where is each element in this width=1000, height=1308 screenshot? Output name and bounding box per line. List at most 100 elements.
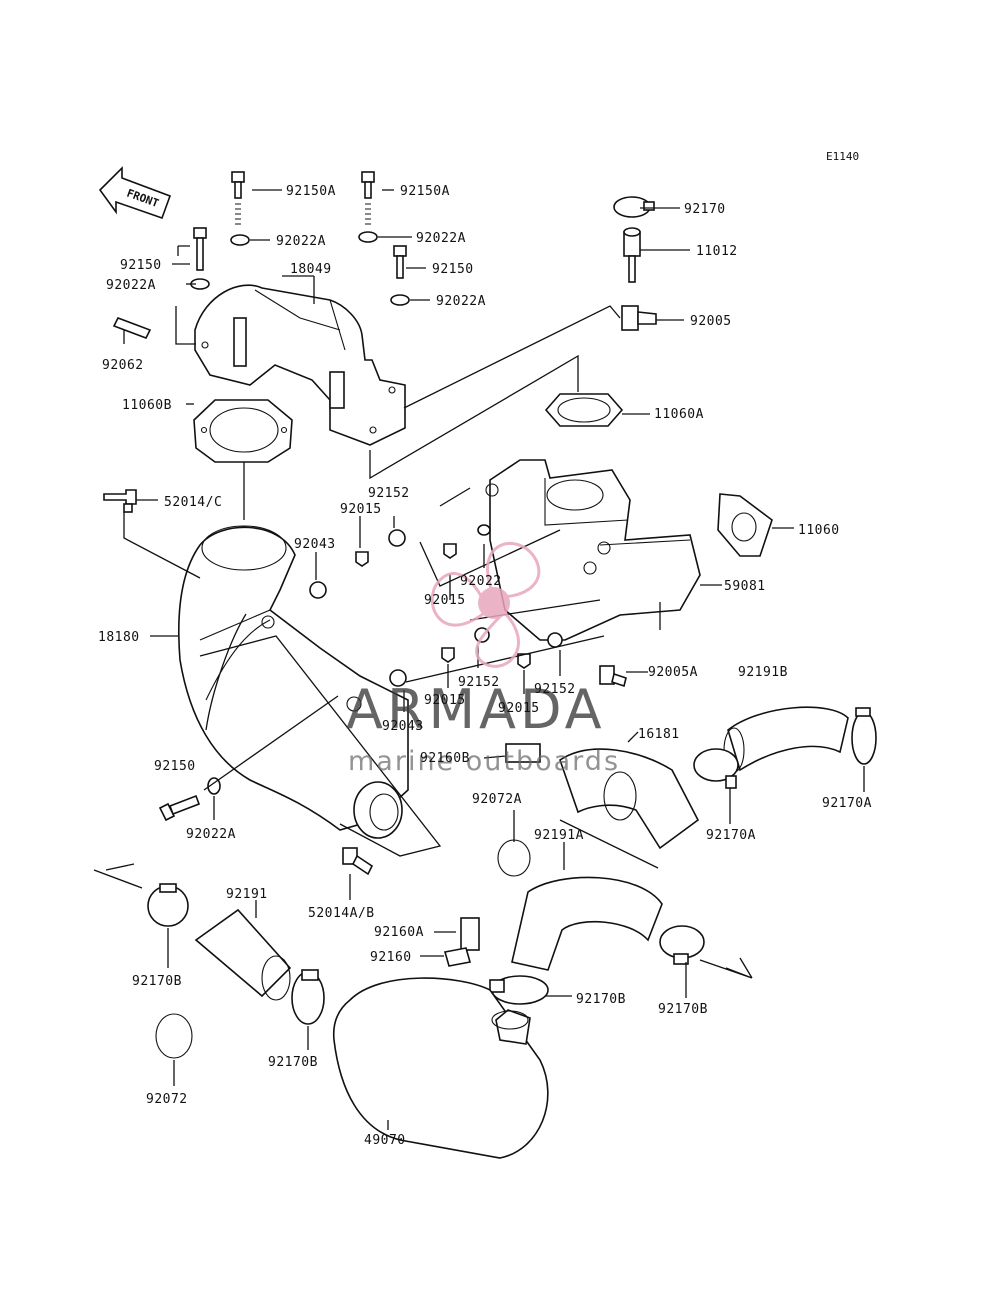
part-labels: 92150A 92150A 92022A 92022A 92150 18049 … [98,184,872,1148]
label-92170B-4: 92170B [268,1055,318,1070]
label-92160A: 92160A [374,925,424,940]
manifold-59081 [485,459,701,641]
bolt-92150-lower [158,794,201,822]
spacer-92043-1 [309,581,327,599]
bolt-92150-left [193,227,207,271]
label-16181: 16181 [638,727,680,742]
label-92015-3: 92015 [424,693,466,708]
gasket-11060B [193,399,293,463]
clip-92072 [155,1013,193,1059]
washer-92022A-5 [207,777,221,795]
spacer-92043-2 [389,669,407,687]
clamp-92170B-left [147,883,189,927]
washer-92022A-4 [390,294,410,306]
label-92170B-2: 92170B [576,992,626,1007]
label-11012: 11012 [696,244,738,259]
label-92015-4: 92015 [498,701,540,716]
muffler-49070 [332,977,549,1159]
hose-92191B [723,706,849,773]
clamp-92170A-1 [851,707,877,765]
clamp-92170B-lower [489,975,549,1005]
label-92191: 92191 [226,887,268,902]
diagram-code: E1140 [826,150,859,163]
nut-92015-3 [441,647,455,663]
label-92043-1: 92043 [294,537,336,552]
gasket-11060A [544,393,624,427]
hose-92191A [511,876,663,971]
label-92160 [443,947,472,967]
label-92072: 92072 [146,1092,188,1107]
clamp-92170B-right [659,925,705,965]
clamp-92170B-mid [291,969,325,1025]
hose-92191 [194,908,292,1001]
label-92015-1: 92015 [340,502,382,517]
fitting-92005A [599,665,627,688]
label-92022A-2: 92022A [416,231,466,246]
clip-92072A [497,839,531,877]
washer-92022A-1 [230,234,250,246]
watermark-subtitle: marine outboards [348,746,620,777]
front-arrow-icon: FRONT [98,166,172,220]
exhaust-manifold-18049 [194,284,406,446]
label-92062: 92062 [102,358,144,373]
watermark-logo-icon [430,541,541,668]
spacer-92152-1 [388,529,406,547]
label-92152-1: 92152 [368,486,410,501]
label-92015-2: 92015 [424,593,466,608]
hose-16181 [559,748,700,850]
label-52014AB: 52014A/B [308,906,375,921]
label-18180: 18180 [98,630,140,645]
watermark-title: ARMADA [346,678,606,741]
label-92150A-1: 92150A [286,184,336,199]
label-92170A-1: 92170A [822,796,872,811]
label-92150-1: 92150 [120,258,162,273]
label-92191B: 92191B [738,665,788,680]
label-92170B-3: 92170B [658,1002,708,1017]
label-92191A: 92191A [534,828,584,843]
label-92170: 92170 [684,202,726,217]
washer-92022A-2 [358,231,378,243]
gasket-11060 [717,493,773,557]
label-92022A-3: 92022A [106,278,156,293]
fitting-52014AB [342,847,374,876]
label-92160: 92160 [370,950,412,965]
spacer-92152-3 [547,632,563,648]
label-92072A: 92072A [472,792,522,807]
nut-92015-2 [443,543,457,559]
label-92022A-1: 92022A [276,234,326,249]
label-92022: 92022 [460,574,502,589]
washer-92022 [477,524,491,536]
label-11060: 11060 [798,523,840,538]
label-92152-3: 92152 [534,682,576,697]
label-11060A: 11060A [654,407,704,422]
label-11060B: 11060B [122,398,172,413]
fitting-92062 [112,316,152,340]
label-92150A-2: 92150A [400,184,450,199]
label-92022A-5: 92022A [186,827,236,842]
label-92170A-2: 92170A [706,828,756,843]
clamp-92170A-2 [693,748,739,789]
reference-lines [93,189,865,1130]
part-11012 [623,227,641,283]
fitting-52014C [103,489,137,513]
label-92150-3: 92150 [154,759,196,774]
label-92170B-1: 92170B [132,974,182,989]
label-49070: 49070 [364,1133,406,1148]
label-92152-2: 92152 [458,675,500,690]
bolt-92150A-right [361,171,375,225]
label-59081: 59081 [724,579,766,594]
fitting-92005 [621,305,657,331]
label-92160B: 92160B [420,751,470,766]
exhaust-pipe-18180 [178,525,409,839]
label-92005A: 92005A [648,665,698,680]
label-92022A-4: 92022A [436,294,486,309]
label-18049: 18049 [290,262,332,277]
label-92150-2: 92150 [432,262,474,277]
label-92160A [460,917,480,951]
label-92160B [505,743,541,763]
nut-92015-1 [355,551,369,567]
label-92005: 92005 [690,314,732,329]
bolt-92150A-left [231,171,245,225]
clamp-92170 [613,196,655,218]
